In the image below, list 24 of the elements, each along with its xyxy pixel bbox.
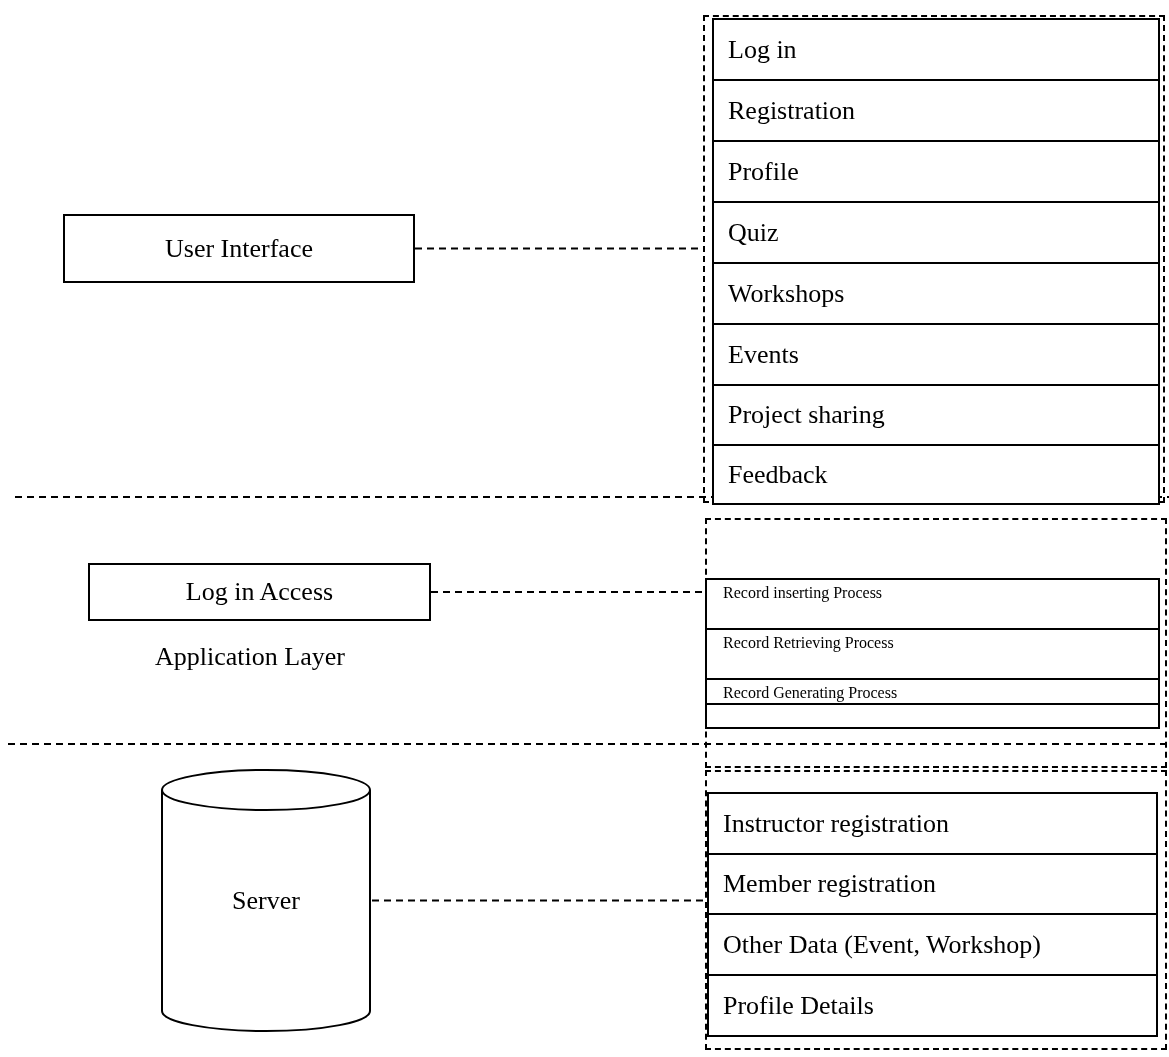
process-box: User Interface [63,214,415,283]
dashed-group-box [703,15,1165,503]
empty-row [705,703,1160,729]
list-row: Quiz [712,201,1160,264]
list-row: Instructor registration [707,792,1158,855]
process-box: Log in Access [88,563,431,621]
list-row: Record Retrieving Process [705,628,1160,680]
list-row: Member registration [707,853,1158,915]
layer-label: Application Layer [155,642,345,672]
list-row: Project sharing [712,384,1160,446]
list-row: Workshops [712,262,1160,325]
list-row: Other Data (Event, Workshop) [707,913,1158,976]
list-row: Log in [712,18,1160,81]
list-row: Profile Details [707,974,1158,1037]
connector-line [371,899,706,902]
dashed-group-box [705,518,1167,768]
list-row: Registration [712,79,1160,142]
list-row: Record Generating Process [705,678,1160,705]
list-row: Record inserting Process [705,578,1160,630]
list-row: Events [712,323,1160,386]
list-row: Profile [712,140,1160,203]
dashed-group-box [705,770,1167,1050]
server-cylinder: Server [160,768,372,1033]
list-row: Feedback [712,444,1160,505]
